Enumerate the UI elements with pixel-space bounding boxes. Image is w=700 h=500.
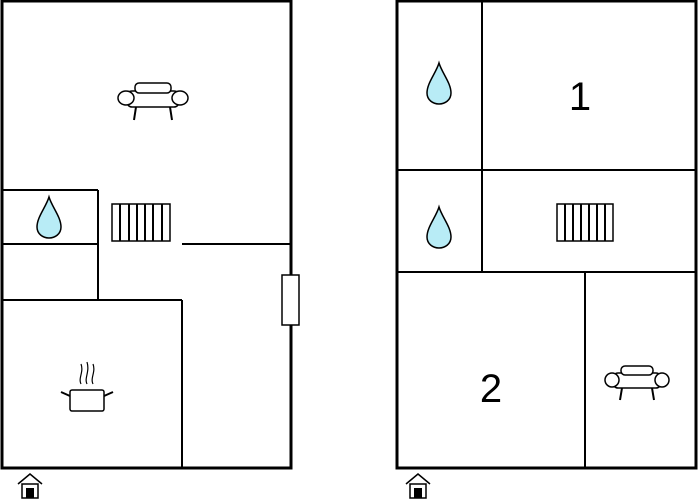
- water-drop-icon: [36, 194, 62, 239]
- radiator-icon: [111, 203, 171, 242]
- water-drop-icon: [426, 204, 452, 249]
- radiator-icon: [556, 203, 614, 242]
- right-outer-wall: [395, 0, 698, 470]
- window: [281, 274, 300, 326]
- left-outer-wall: [0, 0, 293, 470]
- cooking-pot-icon: [60, 361, 114, 412]
- entrance-icon: [17, 473, 43, 499]
- room-label-1: 1: [569, 75, 591, 119]
- entrance-icon: [405, 473, 431, 499]
- right-floor-plan: 1 2: [395, 0, 698, 499]
- room-label-2: 2: [480, 367, 502, 411]
- left-floor-plan: [0, 0, 300, 499]
- sofa-icon: [117, 82, 189, 121]
- sofa-icon: [604, 365, 670, 401]
- water-drop-icon: [426, 60, 452, 105]
